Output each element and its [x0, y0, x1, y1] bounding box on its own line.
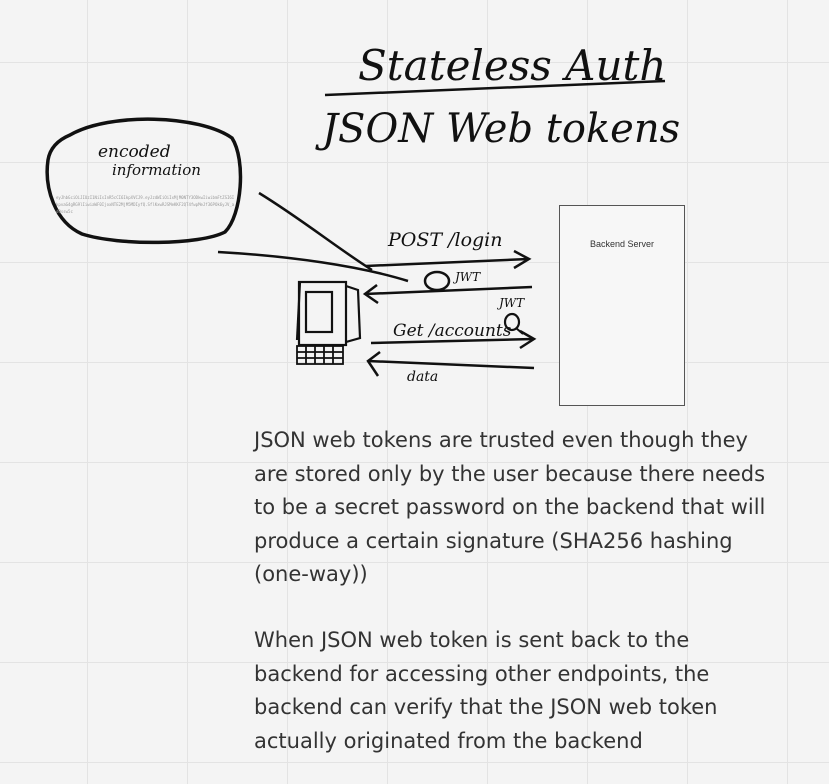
get-accounts-arrowhead — [519, 329, 537, 350]
jwt-token-icon-request — [503, 312, 521, 332]
title-underline — [324, 79, 666, 97]
post-login-arrow — [365, 257, 529, 268]
backend-server-label: Backend Server — [589, 239, 655, 249]
get-accounts-arrow — [370, 337, 534, 345]
jwt-request-label: JWT — [496, 296, 525, 310]
jwt-response-label: JWT — [452, 270, 481, 284]
bubble-heading-line1: encoded — [98, 142, 171, 162]
bubble-heading-line2: information — [112, 161, 201, 179]
data-arrow — [367, 359, 535, 370]
note-paragraph-2: When JSON web token is sent back to the … — [254, 628, 718, 753]
data-label: data — [407, 369, 438, 385]
get-accounts-label: Get /accounts — [393, 321, 512, 341]
post-login-label: POST /login — [387, 229, 502, 251]
encoded-token-text: eyJhbGciOiJIUzI1NiIsInR5cCI6IkpXVCJ9.eyJ… — [56, 195, 235, 214]
computer-icon — [295, 280, 362, 347]
post-login-arrowhead — [513, 249, 532, 270]
speech-bubble — [45, 117, 243, 245]
jwt-token-icon-response — [423, 270, 451, 292]
jwt-response-arrow — [364, 285, 533, 296]
jwt-response-arrowhead — [362, 284, 379, 305]
bubble-pointer-lower — [217, 250, 409, 283]
backend-server-box: Backend Server — [559, 205, 685, 406]
title-line2: JSON Web tokens — [315, 106, 680, 152]
data-arrowhead — [366, 351, 381, 377]
keyboard-icon — [296, 345, 344, 365]
bubble-pointer-upper — [258, 191, 373, 272]
note-paragraph-1: JSON web tokens are trusted even though … — [254, 428, 766, 586]
